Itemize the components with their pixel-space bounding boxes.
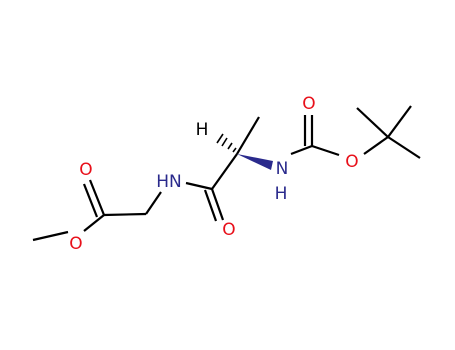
atom-n-boc: N bbox=[276, 159, 289, 179]
bond-alpha-methyl bbox=[236, 116, 260, 155]
bond-alpha-h-hashed bbox=[216, 133, 237, 153]
bond-ch2-n bbox=[145, 191, 162, 215]
bond-tert-methyl-left bbox=[356, 107, 389, 138]
atom-o-ester-methoxy: O bbox=[69, 234, 82, 254]
bond-n-amide-carbon bbox=[185, 181, 213, 191]
bond-methyl-o bbox=[32, 230, 69, 242]
atom-h-stereo: H bbox=[196, 120, 209, 140]
bond-tert-methyl-right bbox=[387, 136, 421, 159]
atom-n-glycine-amide: HN bbox=[156, 172, 182, 192]
bond-amide-alpha bbox=[211, 153, 238, 190]
atom-o-amide-carbonyl: O bbox=[222, 220, 235, 240]
bond-boc-carbon-o bbox=[311, 144, 340, 157]
bond-ester-ch2 bbox=[103, 212, 147, 217]
bond-o-tert bbox=[363, 136, 389, 155]
bond-n-boc-carbon bbox=[290, 144, 313, 156]
bond-ester-carbonyl-b bbox=[82, 183, 99, 218]
atom-o-ester-carbonyl: O bbox=[79, 160, 92, 180]
bond-o-ester-carbon bbox=[83, 214, 105, 232]
bond-tert-methyl-up bbox=[387, 105, 412, 138]
atom-h-boc-nh: H bbox=[275, 184, 288, 204]
atom-o-boc-carbonyl: O bbox=[302, 94, 315, 114]
atom-o-boc-ether: O bbox=[345, 152, 358, 172]
bond-ester-carbonyl-a bbox=[88, 179, 106, 216]
bond-amide-carbonyl-a bbox=[210, 188, 225, 221]
bond-alpha-n-wedge bbox=[237, 154, 273, 170]
bond-amide-carbonyl-b bbox=[203, 189, 218, 222]
